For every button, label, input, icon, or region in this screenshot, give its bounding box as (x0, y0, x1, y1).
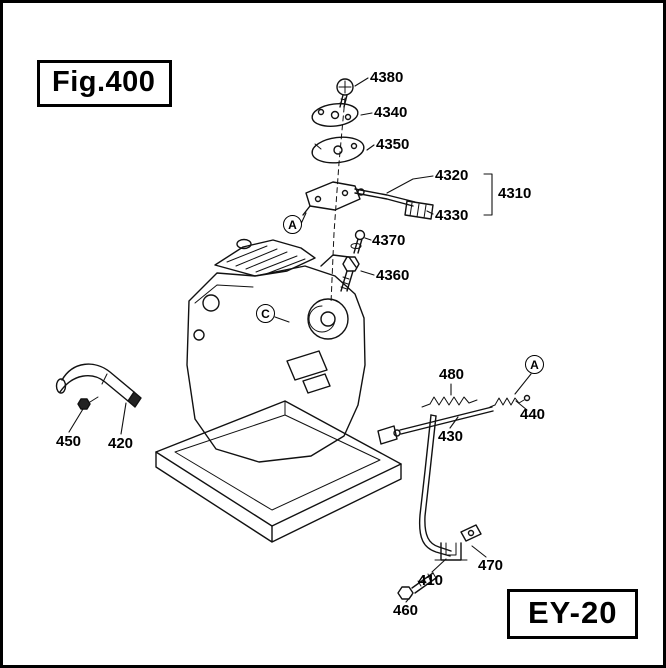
assembly-axis-line (330, 97, 346, 304)
nut-450 (77, 398, 91, 410)
part-label-4370: 4370 (372, 232, 406, 249)
control-rod-assembly (377, 394, 531, 600)
cover-plate-4340 (311, 103, 359, 127)
spring-440 (494, 397, 520, 406)
model-code: EY-20 (528, 595, 618, 630)
part-label-4330: 4330 (435, 207, 469, 224)
callout-a-top: A (283, 215, 302, 234)
figure-title-box: Fig.400 (37, 60, 173, 107)
screw-4370 (354, 229, 366, 241)
part-label-4310: 4310 (498, 185, 532, 202)
engine-exploded-diagram (55, 77, 532, 603)
part-label-480: 480 (439, 366, 465, 383)
governor-block-4330 (404, 200, 434, 220)
cover-plate-4350 (311, 136, 365, 164)
recoil-pulley (307, 298, 349, 340)
callout-a-right: A (525, 355, 544, 374)
figure-title: Fig.400 (52, 66, 156, 98)
part-label-420: 420 (108, 435, 134, 452)
part-label-430: 430 (438, 428, 464, 445)
part-label-4380: 4380 (370, 69, 404, 86)
bolt-4380-head (336, 78, 354, 96)
leader-lines (68, 77, 532, 603)
plate-470 (460, 524, 482, 542)
rod-430 (399, 406, 494, 435)
part-label-410: 410 (418, 572, 444, 589)
pipe-420 (61, 363, 135, 393)
exploded-fastener-stack (311, 78, 366, 292)
bent-rod (418, 414, 451, 557)
bolt-460 (397, 586, 414, 600)
part-label-450: 450 (56, 433, 82, 450)
part-label-4360: 4360 (376, 267, 410, 284)
part-label-470: 470 (478, 557, 504, 574)
governor-lever-assembly (302, 181, 434, 220)
part-label-440: 440 (520, 406, 546, 423)
intake-pipe-assembly (55, 363, 142, 410)
part-label-4320: 4320 (435, 167, 469, 184)
model-code-box: EY-20 (507, 589, 639, 639)
part-label-460: 460 (393, 602, 419, 619)
bracket-4310 (483, 173, 493, 216)
part-label-4350: 4350 (376, 136, 410, 153)
callout-c-block: C (256, 304, 275, 323)
part-label-4340: 4340 (374, 104, 408, 121)
bolt-4360-head (342, 256, 360, 272)
engine-block (155, 238, 402, 543)
spring-480 (429, 396, 470, 406)
governor-bracket-4320 (305, 181, 361, 211)
